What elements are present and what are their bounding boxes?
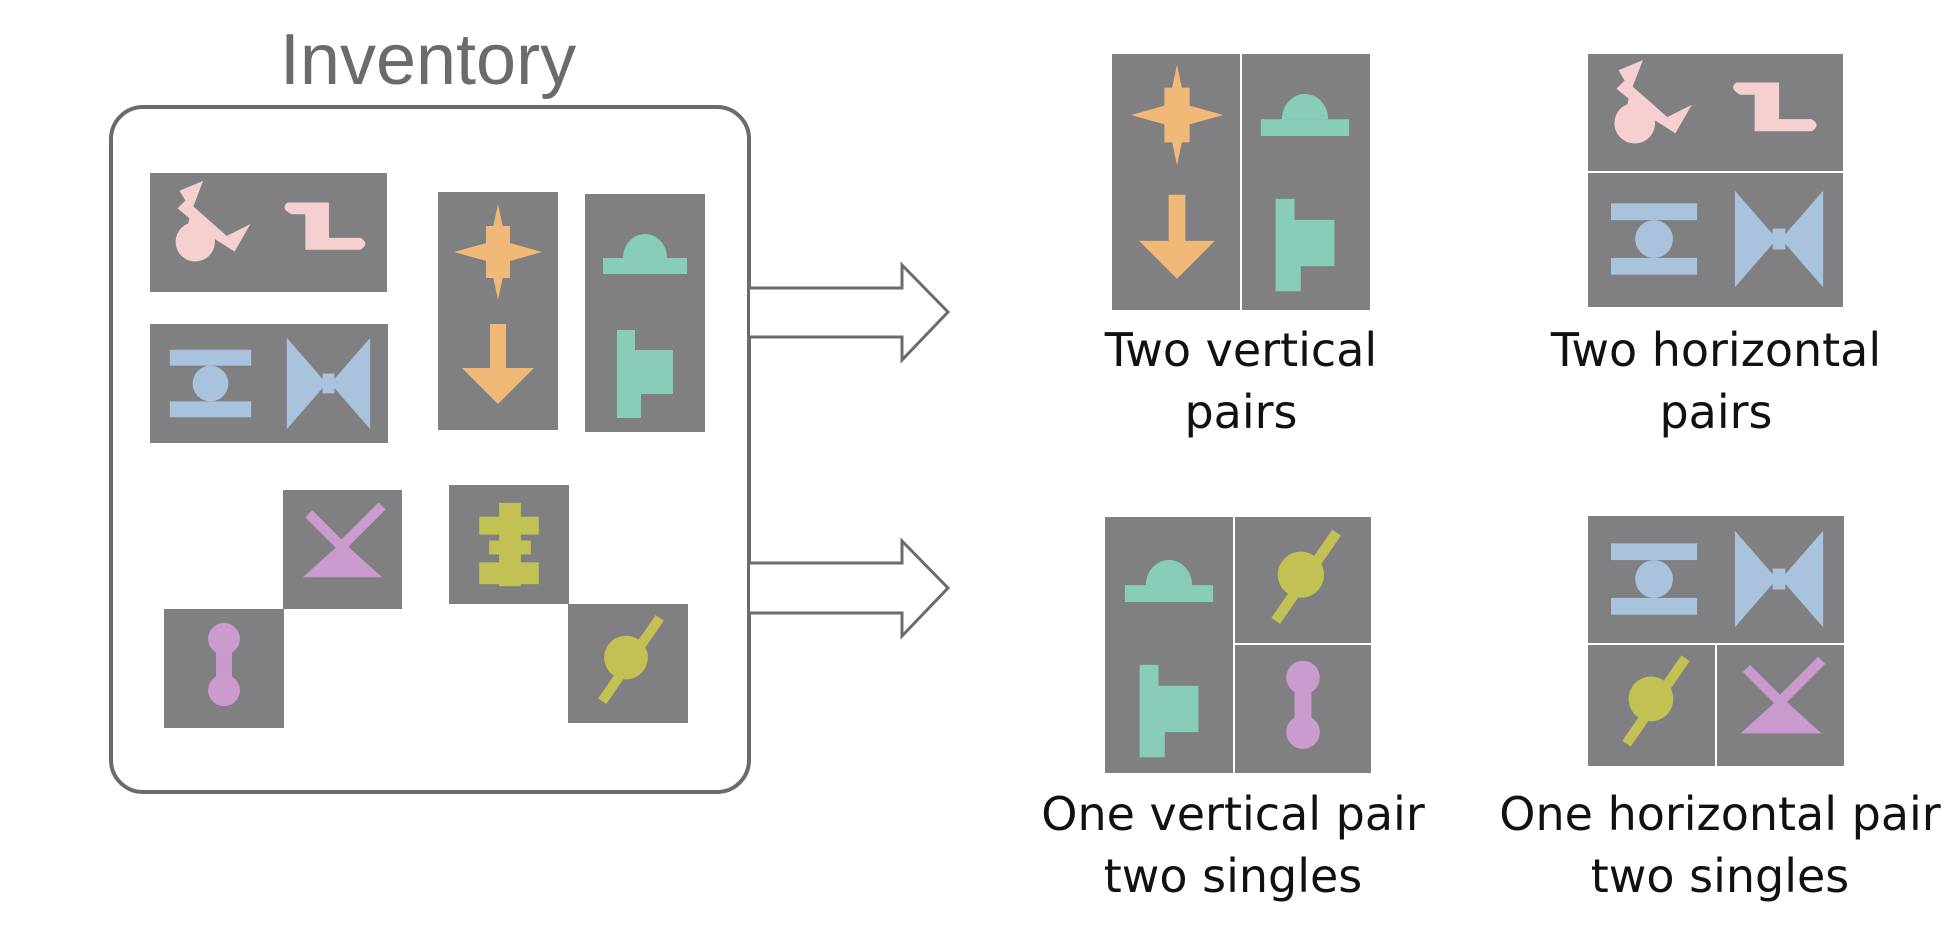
inventory-teal-pair	[585, 194, 705, 432]
inventory-single-cross	[449, 485, 569, 604]
outcome-two-vertical-pairs: Two vertical pairs	[1104, 54, 1377, 439]
outcome-two-horizontal-pairs: Two horizontal pairs	[1550, 54, 1881, 439]
inventory-frame	[109, 105, 751, 794]
inventory-orange-pair	[438, 192, 558, 430]
inventory-panel: Inventory	[109, 20, 751, 794]
outcome-caption-line1: One vertical pair	[1041, 787, 1425, 841]
outcome-one-vertical-pair: One vertical pair two singles	[1041, 517, 1425, 903]
outcome-caption-line1: Two horizontal	[1550, 323, 1881, 377]
outcome-caption-line1: One horizontal pair	[1499, 787, 1941, 841]
arrow-right-top	[750, 261, 951, 364]
outcome-one-horizontal-pair: One horizontal pair two singles	[1499, 516, 1941, 903]
inventory-blue-pair	[150, 324, 388, 443]
outcome-caption-line2: two singles	[1104, 849, 1363, 903]
inventory-single-hourglass	[283, 490, 402, 609]
outcome-caption-line2: pairs	[1659, 385, 1772, 439]
outcome-caption-line2: two singles	[1591, 849, 1850, 903]
arrow-right-bottom	[750, 537, 951, 640]
inventory-single-dumbbell	[164, 609, 284, 728]
inventory-title: Inventory	[280, 20, 576, 100]
outcome-caption-line2: pairs	[1184, 385, 1297, 439]
inventory-single-pin	[568, 604, 688, 723]
inventory-pink-pair	[150, 173, 387, 292]
outcome-caption-line1: Two vertical	[1104, 323, 1377, 377]
